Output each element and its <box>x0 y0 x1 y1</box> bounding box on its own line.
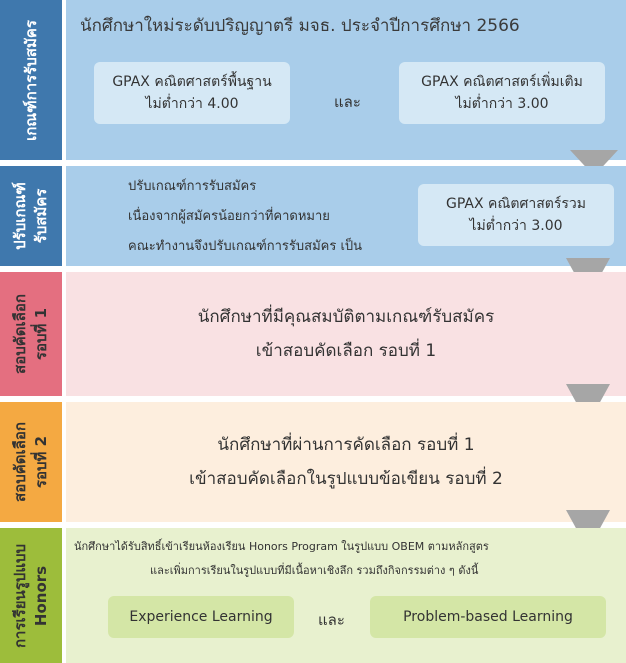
criteria-connector: และ <box>334 93 361 111</box>
step-criteria-adjustment: ปรับเกณฑ์ รับสมัคร ปรับเกณฑ์การรับสมัคร … <box>0 166 626 266</box>
learning-box-problem-based: Problem-based Learning <box>370 596 606 638</box>
step-selection-round-1: สอบคัดเลือก รอบที่ 1 นักศึกษาที่มีคุณสมบ… <box>0 272 626 396</box>
step-selection-round-2: สอบคัดเลือก รอบที่ 2 นักศึกษาที่ผ่านการค… <box>0 402 626 522</box>
learning-connector: และ <box>318 611 345 629</box>
step-panel-selection-round-2: นักศึกษาที่ผ่านการคัดเลือก รอบที่ 1 เข้า… <box>66 402 626 522</box>
criteria-box-additional-math: GPAX คณิตศาสตร์เพิ่มเติม ไม่ต่ำกว่า 3.00 <box>399 62 605 124</box>
step-admission-criteria: เกณฑ์การรับสมัคร นักศึกษาใหม่ระดับปริญญา… <box>0 0 626 160</box>
admission-title: นักศึกษาใหม่ระดับปริญญาตรี มจธ. ประจำปีก… <box>80 16 520 36</box>
step-panel-criteria-adjustment: ปรับเกณฑ์การรับสมัคร เนื่องจากผู้สมัครน้… <box>66 166 626 266</box>
step-label-selection-round-1: สอบคัดเลือก รอบที่ 1 <box>0 272 62 396</box>
learning-box-experience: Experience Learning <box>108 596 294 638</box>
round-1-description: นักศึกษาที่มีคุณสมบัติตามเกณฑ์รับสมัคร เ… <box>197 307 495 361</box>
step-honors-learning: การเรียนรูปแบบ Honors นักศึกษาได้รับสิทธ… <box>0 528 626 663</box>
step-label-admission-criteria: เกณฑ์การรับสมัคร <box>0 0 62 160</box>
criteria-box-basic-math: GPAX คณิตศาสตร์พื้นฐาน ไม่ต่ำกว่า 4.00 <box>94 62 290 124</box>
round-2-description: นักศึกษาที่ผ่านการคัดเลือก รอบที่ 1 เข้า… <box>189 435 503 489</box>
step-label-selection-round-2: สอบคัดเลือก รอบที่ 2 <box>0 402 62 522</box>
step-label-criteria-adjustment: ปรับเกณฑ์ รับสมัคร <box>0 166 62 266</box>
step-panel-selection-round-1: นักศึกษาที่มีคุณสมบัติตามเกณฑ์รับสมัคร เ… <box>66 272 626 396</box>
criteria-box-overall-math: GPAX คณิตศาสตร์รวม ไม่ต่ำกว่า 3.00 <box>418 184 614 246</box>
step-panel-admission-criteria: นักศึกษาใหม่ระดับปริญญาตรี มจธ. ประจำปีก… <box>66 0 626 160</box>
step-panel-honors-learning: นักศึกษาได้รับสิทธิ์เข้าเรียนห้องเรียน H… <box>66 528 626 663</box>
step-label-honors-learning: การเรียนรูปแบบ Honors <box>0 528 62 663</box>
